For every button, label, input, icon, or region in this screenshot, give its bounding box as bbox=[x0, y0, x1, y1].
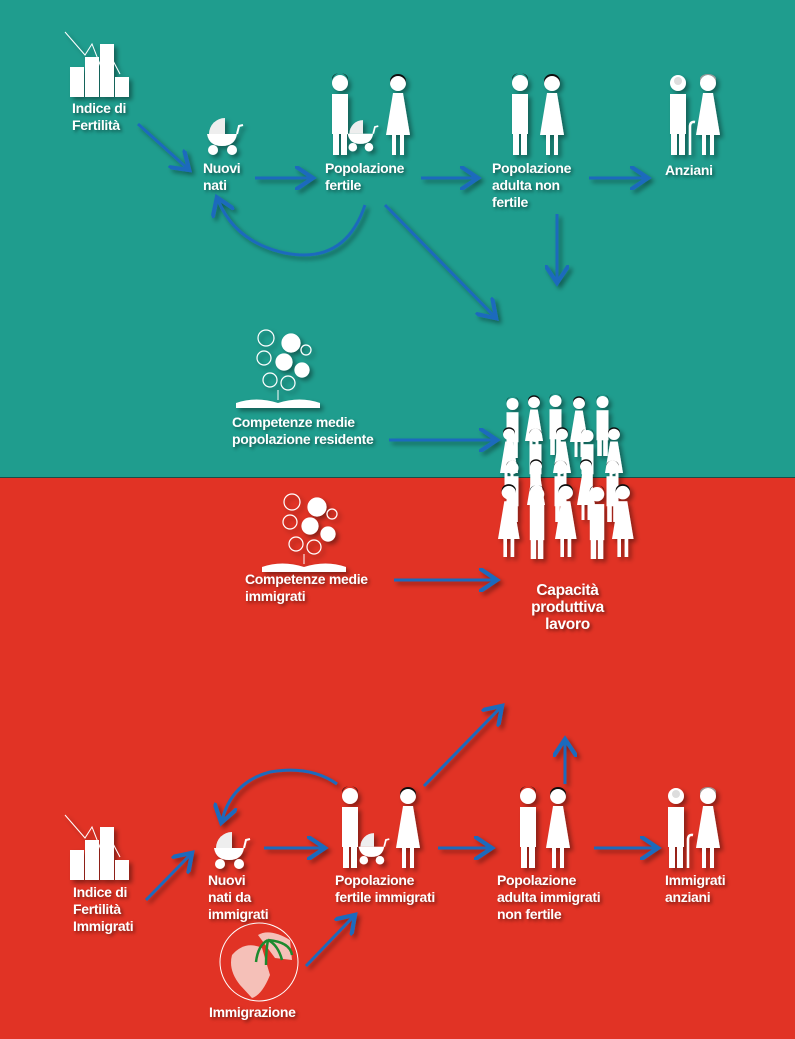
elderly-couple-icon bbox=[668, 73, 720, 157]
globe-icon bbox=[219, 922, 299, 1002]
label-immigrant-fertile-population: Popolazione fertile immigrati bbox=[335, 872, 435, 905]
fertility-chart-icon bbox=[64, 31, 130, 98]
adult-couple-icon bbox=[512, 73, 564, 155]
label-elderly: Anziani bbox=[665, 162, 713, 178]
label-labor-capacity: Capacità produttiva lavoro bbox=[531, 582, 604, 633]
skills-immigrants-book-icon bbox=[261, 493, 347, 573]
immigrant-adult-couple-icon bbox=[520, 786, 570, 868]
label-fertility-index: Indice di Fertilità bbox=[72, 100, 127, 133]
label-immigration: Immigrazione bbox=[209, 1004, 296, 1020]
label-fertile-population: Popolazione fertile bbox=[325, 160, 405, 193]
workforce-crowd-icon bbox=[498, 393, 634, 559]
fertile-couple-icon bbox=[332, 73, 410, 155]
label-immigrant-newborns: Nuovi nati da immigrati bbox=[208, 872, 269, 922]
flow-arrows bbox=[136, 122, 655, 968]
label-immigrant-adult-non-fertile: Popolazione adulta immigrati non fertile bbox=[497, 872, 601, 922]
label-adult-non-fertile: Popolazione adulta non fertile bbox=[492, 160, 572, 210]
immigrant-section-background bbox=[0, 478, 795, 1039]
immigrant-stroller-icon bbox=[213, 831, 251, 870]
skills-book-icon bbox=[235, 329, 321, 409]
label-immigrant-skills: Competenze medie immigrati bbox=[245, 571, 368, 604]
label-immigrant-fertility-index: Indice di Fertilità Immigrati bbox=[73, 884, 134, 934]
immigrant-fertile-couple-icon bbox=[342, 786, 420, 868]
label-resident-skills: Competenze medie popolazione residente bbox=[232, 414, 374, 447]
label-newborns: Nuovi nati bbox=[203, 160, 241, 193]
stroller-icon bbox=[206, 117, 244, 156]
immigrant-fertility-chart-icon bbox=[64, 814, 130, 881]
immigrant-elderly-couple-icon bbox=[666, 786, 720, 870]
label-immigrant-elderly: Immigrati anziani bbox=[665, 872, 726, 905]
